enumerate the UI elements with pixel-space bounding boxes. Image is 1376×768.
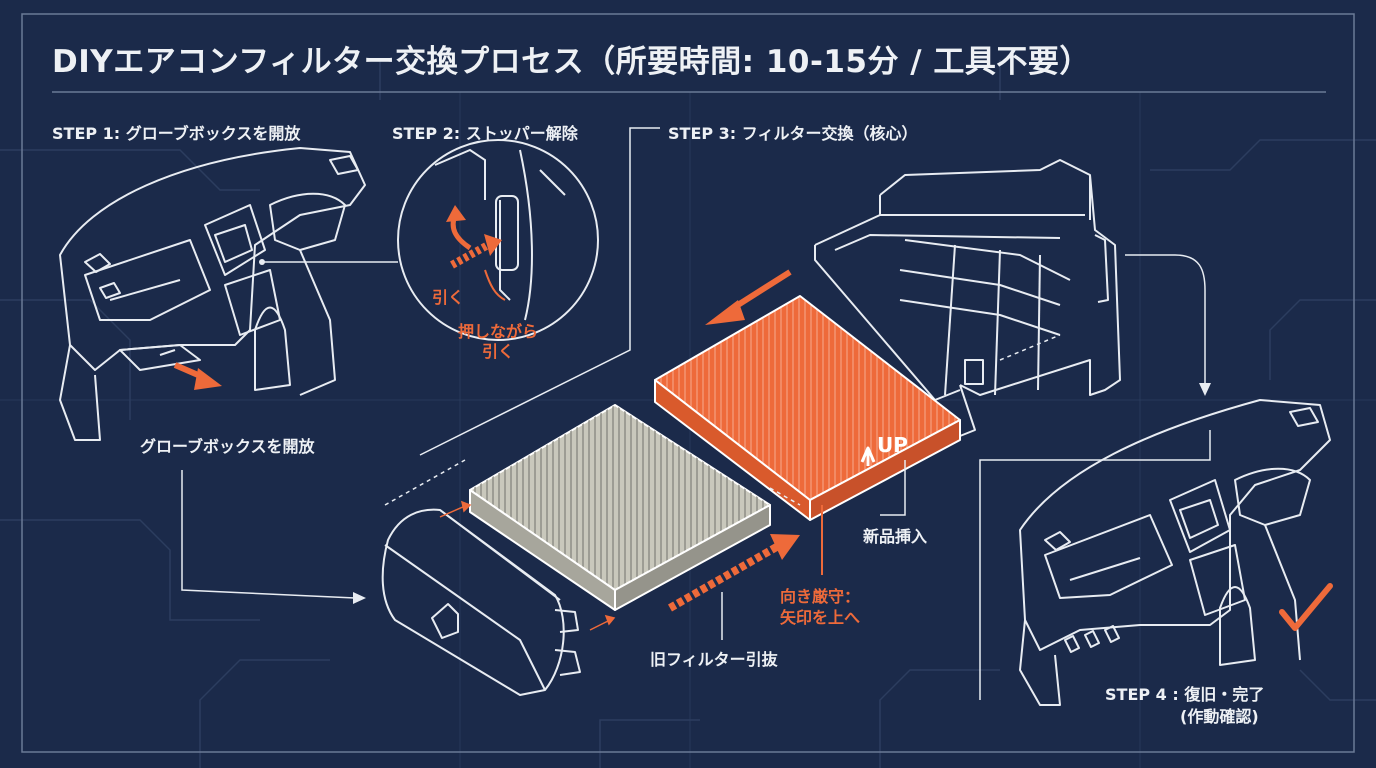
flow-arrowhead-cover xyxy=(353,592,366,604)
dashboard-illustration-right xyxy=(1020,400,1330,705)
flow-arrowhead-step4 xyxy=(1199,383,1211,396)
step4-bracket xyxy=(980,430,1210,700)
insert-new-label: 新品挿入 xyxy=(863,523,927,547)
flow-arrow-to-step4 xyxy=(1125,255,1205,385)
direction-label-line2: 矢印を上へ xyxy=(780,604,860,628)
dashed-guide-1 xyxy=(385,460,465,505)
flow-arrow-to-cover xyxy=(182,470,355,598)
step1-label: STEP 1: グローブボックスを開放 xyxy=(52,120,300,144)
step2-label: STEP 2: ストッパー解除 xyxy=(392,120,578,144)
step4-label-line1: STEP 4 : 復旧・完了 xyxy=(1105,681,1264,705)
leader-dot xyxy=(259,259,265,265)
checkmark-icon xyxy=(1282,586,1330,628)
glovebox-open-arrow xyxy=(175,365,222,390)
up-mark-label: UP xyxy=(877,433,908,457)
page-title: DIYエアコンフィルター交換プロセス（所要時間: 10-15分 / 工具不要） xyxy=(52,36,1091,81)
open-glovebox-label: グローブボックスを開放 xyxy=(140,433,315,457)
dashboard-illustration-left xyxy=(60,148,365,440)
dashed-guide-3 xyxy=(1000,335,1060,360)
push-pull-label-line2: 引く xyxy=(482,338,514,362)
step4-label-line2: (作動確認) xyxy=(1180,703,1259,727)
pull-label: 引く xyxy=(432,284,464,308)
remove-old-label: 旧フィルター引抜 xyxy=(650,646,778,670)
step3-label: STEP 3: フィルター交換（核心） xyxy=(668,120,917,144)
